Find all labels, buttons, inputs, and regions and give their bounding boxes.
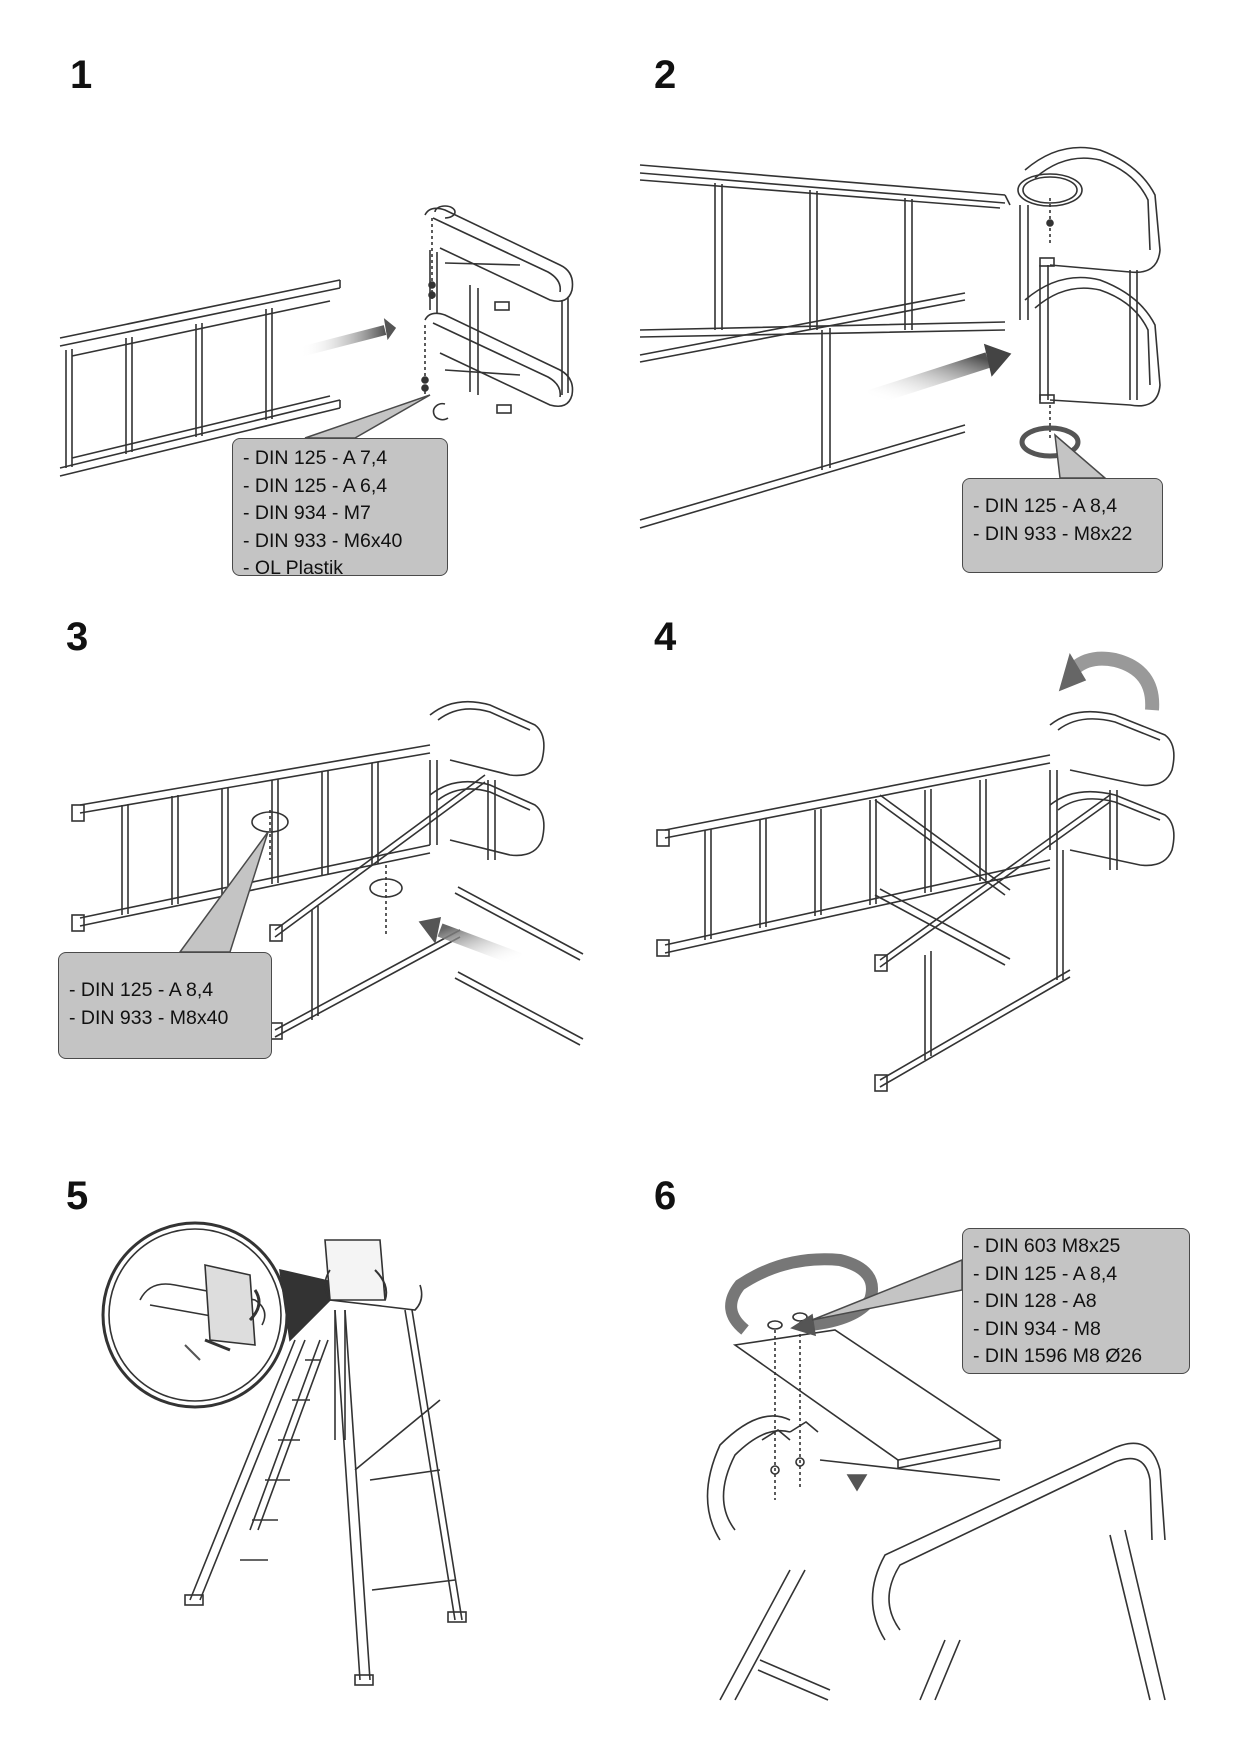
step6-part: - DIN 603 M8x25: [973, 1235, 1121, 1257]
step1-parts-callout: - DIN 125 - A 7,4 - DIN 125 - A 6,4 - DI…: [232, 438, 448, 579]
step6-chair-frame: [706, 1415, 1166, 1641]
step-number-6: 6: [654, 1174, 677, 1218]
step2-part: - DIN 125 - A 8,4: [973, 495, 1118, 517]
step4-ladder-rungs: [704, 779, 987, 940]
step3-illustration: [71, 700, 584, 1046]
step6-part: - DIN 1596 M8 Ø26: [973, 1345, 1143, 1367]
step2-part: - DIN 933 - M8x22: [973, 522, 1133, 545]
step6-parts-callout: - DIN 603 M8x25 - DIN 125 - A 8,4 - DIN …: [962, 1228, 1190, 1374]
step2-fasteners: [1017, 173, 1083, 459]
step3-chair-frame: [429, 700, 545, 860]
step5-ladder: [184, 1339, 329, 1606]
step4-chair-frame: [1049, 710, 1175, 870]
step3-part: - DIN 125 - A 8,4: [69, 979, 214, 1001]
step3-parts-callout: - DIN 125 - A 8,4 - DIN 933 - M8x40: [58, 952, 272, 1059]
step2-illustration: [639, 146, 1161, 529]
step6-part: - DIN 125 - A 8,4: [973, 1262, 1118, 1285]
step3-fasteners: [251, 810, 403, 935]
step1-part: - DIN 125 - A 6,4: [243, 474, 388, 497]
step1-part: - DIN 934 - M7: [243, 502, 371, 524]
step3-ladder-rungs: [121, 762, 379, 915]
step5-illustration: [101, 1221, 467, 1686]
callout-pointers: [178, 394, 1108, 1321]
step1-part: - OL Plastik: [243, 557, 344, 579]
step1-illustration: [59, 205, 574, 477]
step1-part: - DIN 125 - A 7,4: [243, 447, 388, 469]
step-number-5: 5: [66, 1174, 89, 1218]
step1-ladder-rungs: [65, 308, 273, 468]
step3-part: - DIN 933 - M8x40: [69, 1006, 229, 1029]
step2-parts-callout: - DIN 125 - A 8,4 - DIN 933 - M8x22: [962, 478, 1163, 573]
step-number-2: 2: [654, 53, 677, 97]
step5-detail-view: [139, 1263, 266, 1361]
step-number-1: 1: [70, 53, 93, 97]
step6-part: - DIN 934 - M8: [973, 1317, 1101, 1340]
step1-part: - DIN 933 - M6x40: [243, 529, 403, 552]
step5-chair-assembly: [324, 1239, 467, 1686]
step2-ladder-rungs: [714, 183, 913, 330]
step6-part: - DIN 128 - A8: [973, 1290, 1097, 1312]
step4-illustration: [656, 651, 1175, 1092]
step-number-4: 4: [654, 615, 677, 659]
step-number-3: 3: [66, 615, 89, 659]
step6-fasteners: [761, 1312, 819, 1500]
step1-chair-frame: [424, 207, 574, 414]
step2-chair-frame: [1019, 146, 1161, 407]
step1-fasteners: [421, 205, 456, 421]
